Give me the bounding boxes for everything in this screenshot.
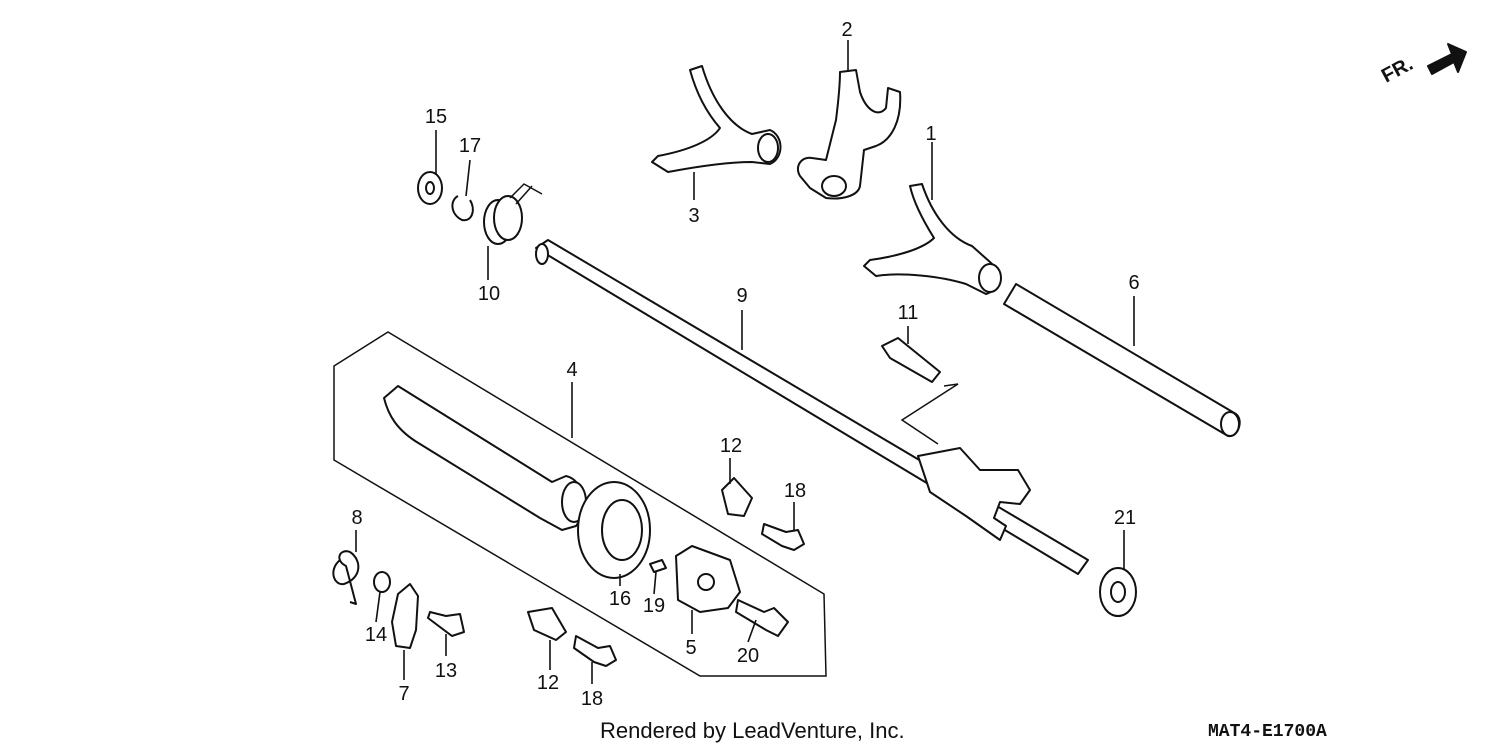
callout-4[interactable]: 4 bbox=[566, 359, 578, 381]
shift-fork-shaft[interactable] bbox=[1003, 283, 1241, 438]
callout-2[interactable]: 2 bbox=[841, 19, 853, 41]
front-direction-arrow-icon bbox=[1427, 43, 1467, 75]
callout-19[interactable]: 19 bbox=[642, 595, 666, 617]
bearing-16[interactable] bbox=[577, 481, 651, 579]
stopper-spring-8[interactable] bbox=[332, 550, 360, 605]
callout-14[interactable]: 14 bbox=[364, 624, 388, 646]
stopper-pin[interactable] bbox=[881, 337, 941, 383]
callout-12-lower[interactable]: 12 bbox=[536, 672, 560, 694]
callout-18-upper[interactable]: 18 bbox=[783, 480, 807, 502]
leader-lines bbox=[355, 40, 1135, 684]
shift-fork-2[interactable] bbox=[796, 69, 902, 200]
drum-group-outline bbox=[333, 331, 827, 677]
bolt-13[interactable] bbox=[427, 611, 465, 637]
callout-11[interactable]: 11 bbox=[897, 302, 919, 324]
callout-7[interactable]: 7 bbox=[398, 683, 410, 705]
callout-12-upper[interactable]: 12 bbox=[719, 435, 743, 457]
callout-16[interactable]: 16 bbox=[608, 588, 632, 610]
washer-21[interactable] bbox=[1099, 567, 1137, 617]
circlip-17[interactable] bbox=[451, 195, 474, 222]
callout-18-lower[interactable]: 18 bbox=[580, 688, 604, 710]
callout-10[interactable]: 10 bbox=[477, 283, 501, 305]
drum-center-5[interactable] bbox=[675, 545, 741, 613]
footer-credit: Rendered by LeadVenture, Inc. bbox=[600, 718, 905, 743]
pin-guide-line bbox=[900, 383, 959, 445]
washer-15[interactable] bbox=[417, 171, 443, 205]
bolt-18-upper[interactable] bbox=[761, 523, 805, 551]
callout-21[interactable]: 21 bbox=[1113, 507, 1137, 529]
return-spring-10[interactable] bbox=[483, 183, 543, 245]
shift-fork-3[interactable] bbox=[651, 65, 782, 173]
stopper-plate-12-upper[interactable] bbox=[721, 477, 753, 517]
bolt-18-lower[interactable] bbox=[573, 635, 617, 667]
callout-5[interactable]: 5 bbox=[685, 637, 697, 659]
callout-17[interactable]: 17 bbox=[458, 135, 482, 157]
callout-1[interactable]: 1 bbox=[925, 123, 937, 145]
callout-9[interactable]: 9 bbox=[736, 285, 748, 307]
callout-3[interactable]: 3 bbox=[688, 205, 700, 227]
dowel-pin-19[interactable] bbox=[649, 559, 667, 573]
bolt-20[interactable] bbox=[735, 599, 789, 637]
callout-6[interactable]: 6 bbox=[1128, 272, 1140, 294]
shift-fork-1[interactable] bbox=[863, 183, 1002, 295]
stopper-arm-7[interactable] bbox=[391, 583, 419, 649]
callout-13[interactable]: 13 bbox=[434, 660, 458, 682]
callout-20[interactable]: 20 bbox=[736, 645, 760, 667]
diagram-code: MAT4-E1700A bbox=[1208, 722, 1327, 742]
callout-15[interactable]: 15 bbox=[424, 106, 448, 128]
callout-8[interactable]: 8 bbox=[351, 507, 363, 529]
stopper-plate-12-lower[interactable] bbox=[527, 607, 567, 641]
gearshift-arm[interactable] bbox=[917, 447, 1031, 541]
washer-14[interactable] bbox=[373, 571, 391, 593]
shift-drum[interactable] bbox=[383, 385, 587, 531]
